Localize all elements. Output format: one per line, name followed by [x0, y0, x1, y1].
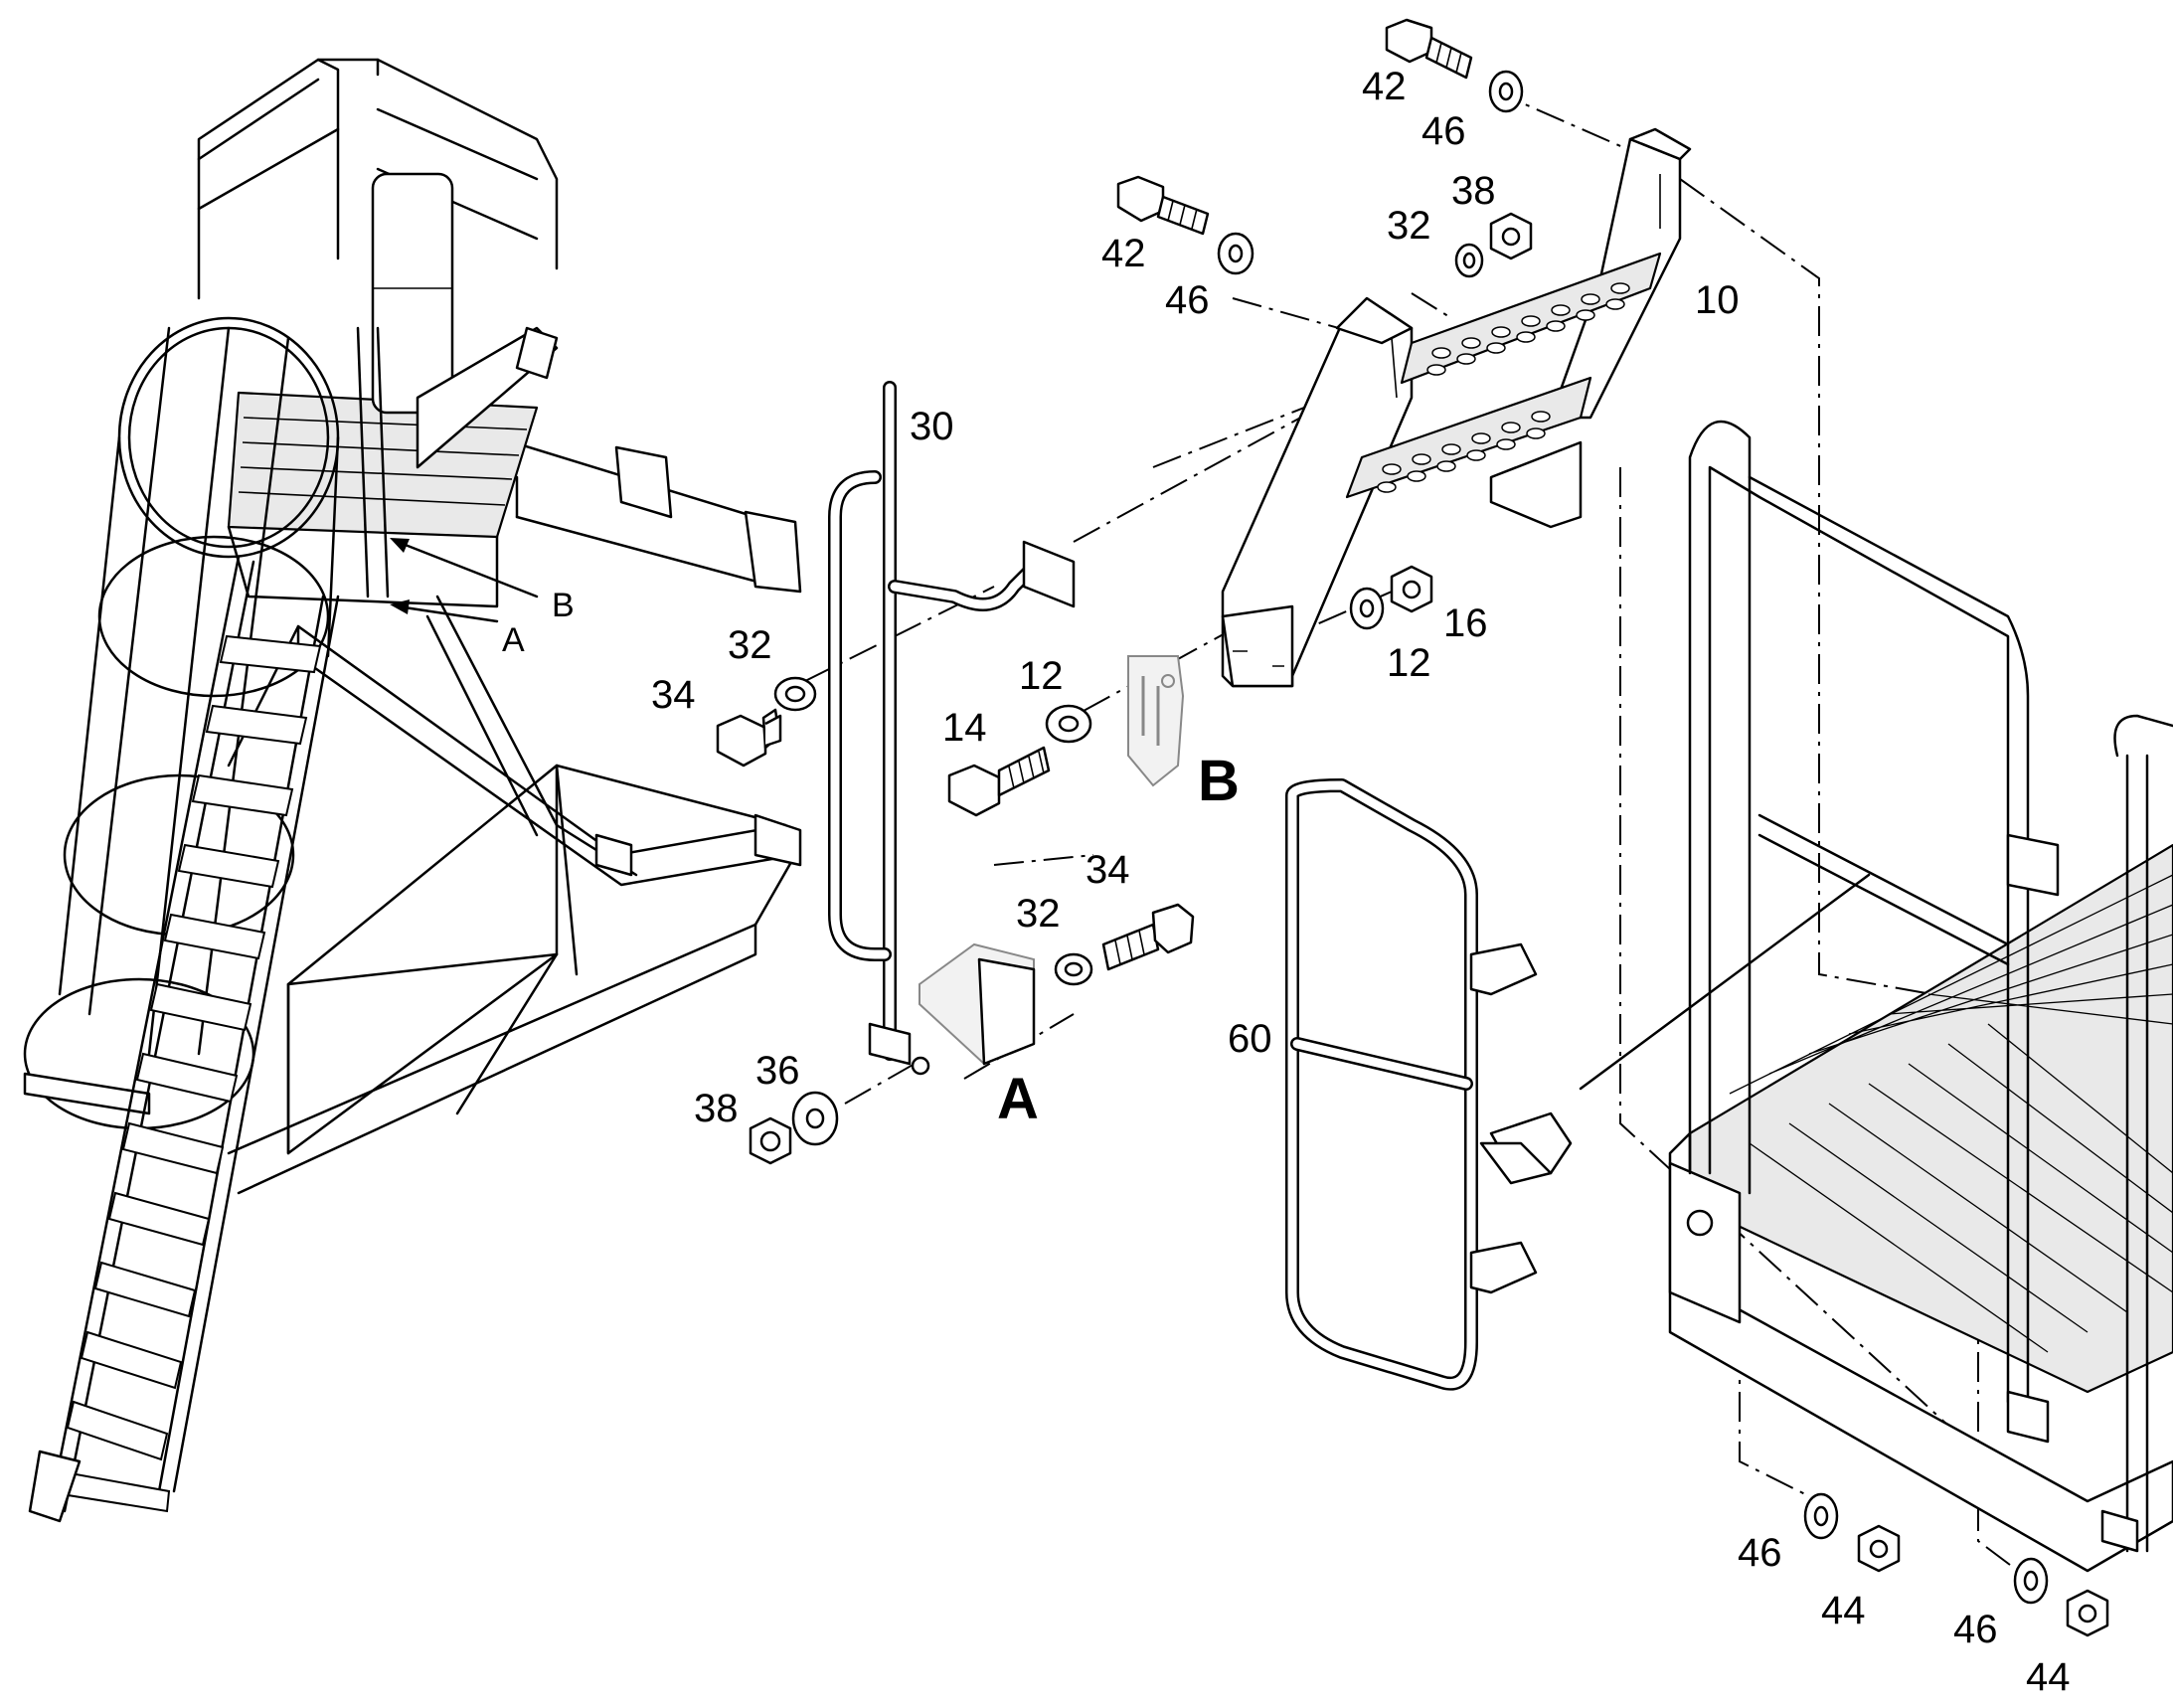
- nut-44-bottom-left: [1857, 1524, 1901, 1573]
- detail-a-bracket: [919, 942, 1036, 1066]
- washer-32-upper: [773, 676, 817, 712]
- part-label-10: 10: [1695, 278, 1740, 322]
- part-label-36: 36: [755, 1049, 800, 1093]
- part-label-12-right: 12: [1387, 641, 1431, 685]
- right-platform: [1668, 420, 2173, 1573]
- part-label-60: 60: [1228, 1017, 1272, 1061]
- part-label-46-top: 46: [1421, 109, 1466, 153]
- part-label-38-top: 38: [1451, 169, 1496, 213]
- bolt-42-mid: [1116, 175, 1210, 236]
- washer-32-lower: [1054, 952, 1093, 986]
- part-number-labels: 42 46 42 46 32 38 10 30 32 34 12 14 12 1…: [651, 65, 2071, 1699]
- exploded-parts: [716, 18, 2173, 1637]
- washer-46-bottom-left: [1803, 1492, 1839, 1540]
- part-30-handrail-post: [828, 381, 1076, 1076]
- washer-46-mid: [1217, 232, 1254, 275]
- nut-44-bottom-right: [2066, 1589, 2109, 1637]
- bolt-34-lower: [1101, 903, 1195, 971]
- part-label-32-upper: 32: [728, 623, 772, 667]
- part-label-16: 16: [1443, 601, 1488, 645]
- detail-label-a: A: [997, 1067, 1039, 1131]
- part-label-38-lower: 38: [694, 1087, 739, 1130]
- nut-38-lower: [749, 1116, 792, 1165]
- detail-labels: B A: [997, 749, 1240, 1131]
- overview-callouts: B A: [390, 538, 575, 659]
- part-label-46-bottom-right: 46: [1953, 1608, 1998, 1651]
- part-label-44-bottom-right: 44: [2026, 1655, 2071, 1699]
- part-label-42-mid: 42: [1101, 232, 1146, 275]
- overview-assembly: B A: [23, 58, 802, 1523]
- part-label-34-lower: 34: [1086, 848, 1130, 892]
- bolt-42-top: [1385, 18, 1473, 80]
- part-10-stair-section: [1221, 127, 1692, 688]
- inclined-ladder: [28, 555, 340, 1523]
- washer-12-right: [1349, 587, 1385, 630]
- part-label-32-top: 32: [1387, 204, 1431, 248]
- nut-16: [1390, 565, 1433, 613]
- part-60-safety-gate: [1285, 778, 1871, 1391]
- part-label-14: 14: [942, 706, 987, 750]
- nut-38-top: [1489, 212, 1533, 260]
- ladder-cage: [23, 316, 340, 1130]
- overview-label-b: B: [552, 587, 575, 624]
- part-label-46-bottom-left: 46: [1738, 1531, 1782, 1575]
- washer-46-top: [1488, 70, 1524, 113]
- top-guardrail: [197, 58, 559, 598]
- bolt-14: [947, 746, 1051, 817]
- washer-36: [791, 1091, 839, 1146]
- bolt-34-upper: [716, 708, 782, 768]
- washer-32-top: [1454, 243, 1484, 278]
- part-label-44-bottom-left: 44: [1821, 1589, 1866, 1632]
- overview-label-a: A: [502, 621, 525, 659]
- part-label-30: 30: [910, 405, 954, 448]
- part-label-32-lower: 32: [1016, 892, 1061, 936]
- part-label-12-left: 12: [1019, 654, 1064, 698]
- part-label-46-mid: 46: [1165, 278, 1210, 322]
- part-label-34-upper: 34: [651, 673, 696, 717]
- detail-b-bracket-plate: [1127, 655, 1185, 787]
- tread-holes: [1377, 282, 1630, 493]
- part-label-42-top: 42: [1362, 65, 1407, 108]
- detail-label-b: B: [1198, 749, 1240, 813]
- washer-46-bottom-right: [2013, 1557, 2049, 1605]
- washer-12-left: [1045, 704, 1092, 744]
